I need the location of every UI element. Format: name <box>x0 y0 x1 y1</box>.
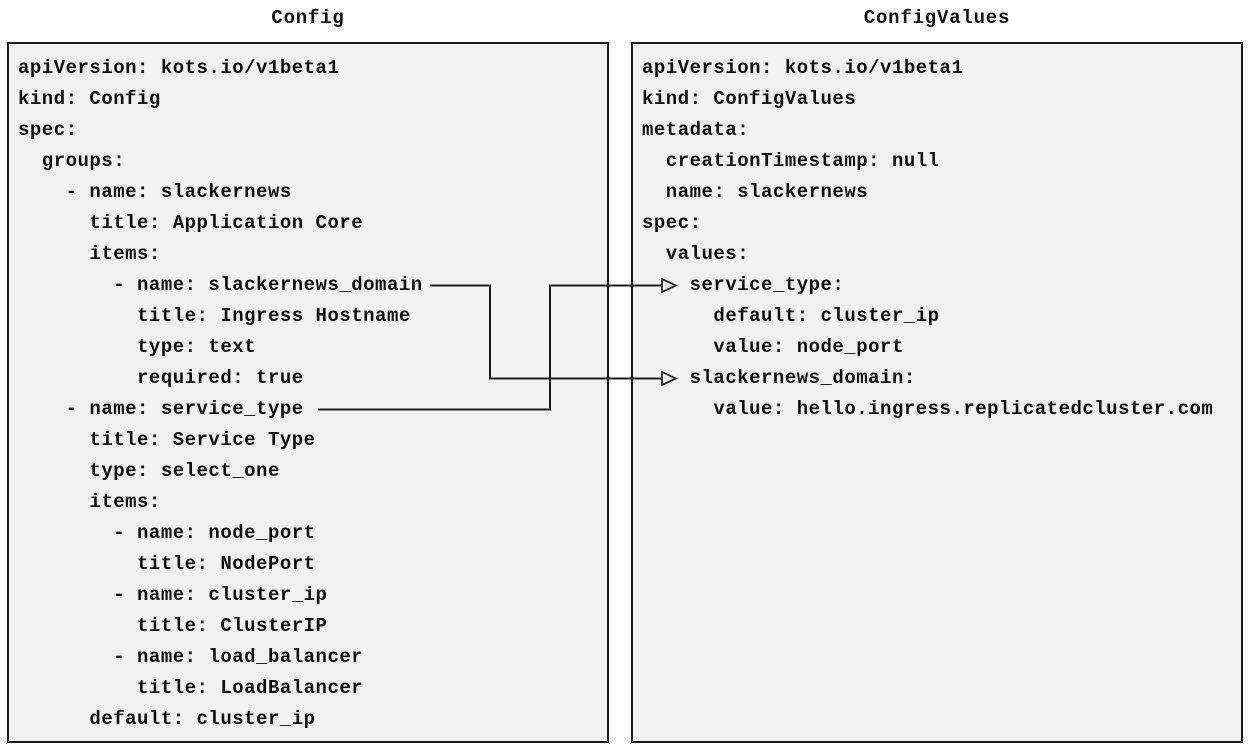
config-code-line: required: true <box>18 367 304 389</box>
config-code-line: title: LoadBalancer <box>18 677 364 699</box>
configvalues-code-line: spec: <box>642 212 702 234</box>
config-code-line: groups: <box>18 150 126 172</box>
config-code-line: title: NodePort <box>18 553 316 575</box>
config-code-box: apiVersion: kots.io/v1beta1 kind: Config… <box>7 42 609 743</box>
configvalues-code-line-slackernews-domain: slackernews_domain: <box>642 367 916 389</box>
configvalues-code-line: metadata: <box>642 119 750 141</box>
config-code-line: title: Application Core <box>18 212 364 234</box>
config-code-line: - name: cluster_ip <box>18 584 328 606</box>
configvalues-code-line: value: hello.ingress.replicatedcluster.c… <box>642 398 1214 420</box>
configvalues-panel-title: ConfigValues <box>863 7 1011 29</box>
configvalues-code-line: kind: ConfigValues <box>642 88 857 110</box>
configvalues-code-line-service-type: service_type: <box>642 274 845 296</box>
config-code-line: title: ClusterIP <box>18 615 328 637</box>
config-code-line: items: <box>18 243 161 265</box>
config-code-line: default: cluster_ip <box>18 708 316 730</box>
config-code-line: - name: slackernews <box>18 181 292 203</box>
configvalues-code-line: creationTimestamp: null <box>642 150 940 172</box>
config-code-line: type: select_one <box>18 460 280 482</box>
configvalues-code-line: values: <box>642 243 750 265</box>
configvalues-code-line: default: cluster_ip <box>642 305 940 327</box>
config-code-line: - name: load_balancer <box>18 646 364 668</box>
config-code-line: type: text <box>18 336 257 358</box>
configvalues-code-line: name: slackernews <box>642 181 869 203</box>
config-code-line: items: <box>18 491 161 513</box>
config-code-line: apiVersion: kots.io/v1beta1 <box>18 57 340 79</box>
configvalues-code-line: apiVersion: kots.io/v1beta1 <box>642 57 964 79</box>
config-code-line: spec: <box>18 119 78 141</box>
config-panel-title: Config <box>271 7 345 29</box>
config-code-line: title: Service Type <box>18 429 316 451</box>
config-code-line: title: Ingress Hostname <box>18 305 411 327</box>
configvalues-code-box: apiVersion: kots.io/v1beta1 kind: Config… <box>631 42 1243 743</box>
config-code-line: kind: Config <box>18 88 161 110</box>
configvalues-code-line: value: node_port <box>642 336 904 358</box>
config-code-line-service-type: - name: service_type <box>18 398 304 420</box>
config-code-line-slackernews-domain: - name: slackernews_domain <box>18 274 423 296</box>
config-code-line: - name: node_port <box>18 522 316 544</box>
